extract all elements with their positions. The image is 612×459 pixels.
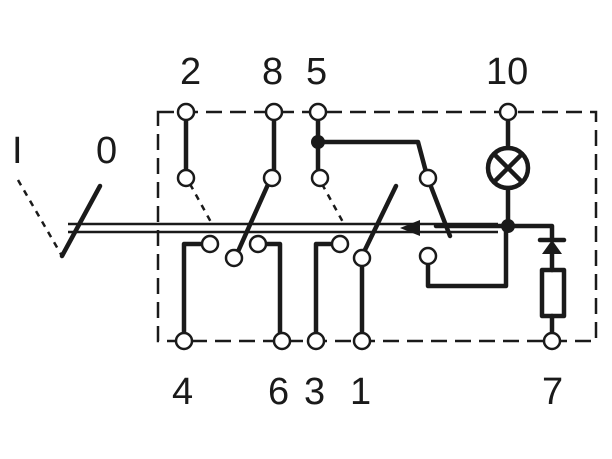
terminal-7 xyxy=(542,331,562,351)
terminal-1 xyxy=(352,331,372,351)
label-terminal-5: 5 xyxy=(306,51,327,93)
switch-housing-outline xyxy=(156,110,598,343)
terminal-8 xyxy=(264,102,284,122)
label-terminal-1: 1 xyxy=(350,371,371,413)
junction-dot-5 xyxy=(311,135,325,149)
contact-return xyxy=(418,246,438,266)
label-terminal-2: 2 xyxy=(180,51,201,93)
label-terminal-10: 10 xyxy=(486,51,528,93)
label-terminal-8: 8 xyxy=(262,51,283,93)
label-terminal-3: 3 xyxy=(304,371,325,413)
moving-contact-a xyxy=(233,177,273,259)
rocker-lever xyxy=(59,183,103,259)
terminal-3 xyxy=(306,331,326,351)
dashed-link-5 xyxy=(320,183,346,225)
contact-5 xyxy=(310,168,330,188)
terminal-10 xyxy=(498,102,518,122)
label-terminal-7: 7 xyxy=(542,371,563,413)
contact-pivot-a xyxy=(224,248,244,268)
wire-terminal-6 xyxy=(261,241,283,343)
wire-5-to-changeover xyxy=(315,139,429,175)
junction-dot-10 xyxy=(501,219,515,233)
resistor-icon xyxy=(539,267,567,319)
dashed-link-2 xyxy=(188,183,214,225)
label-position-off: 0 xyxy=(96,130,117,172)
label-terminal-4: 4 xyxy=(172,371,193,413)
label-position-on: I xyxy=(12,130,23,172)
terminal-4 xyxy=(174,331,194,351)
wire-bus-to-diode xyxy=(433,223,555,243)
terminal-5 xyxy=(308,102,328,122)
rocker-dashed-arm xyxy=(16,179,64,257)
terminal-6 xyxy=(272,331,292,351)
terminal-2 xyxy=(176,102,196,122)
contact-4 xyxy=(200,234,220,254)
wire-terminal-4 xyxy=(181,241,207,343)
contact-2 xyxy=(176,168,196,188)
wire-terminal-3 xyxy=(313,241,339,343)
label-terminal-6: 6 xyxy=(268,371,289,413)
contact-changeover xyxy=(418,168,438,188)
contact-8 xyxy=(262,168,282,188)
indicator-lamp-icon xyxy=(485,145,531,191)
contact-pivot-b xyxy=(352,248,372,268)
diode-icon xyxy=(542,240,562,254)
contact-6 xyxy=(248,234,268,254)
moving-contact-b xyxy=(359,183,399,259)
linkage-arrowhead xyxy=(400,220,420,236)
wire-changeover-return xyxy=(425,223,509,289)
lamp-cross xyxy=(491,151,525,185)
contact-3 xyxy=(330,234,350,254)
